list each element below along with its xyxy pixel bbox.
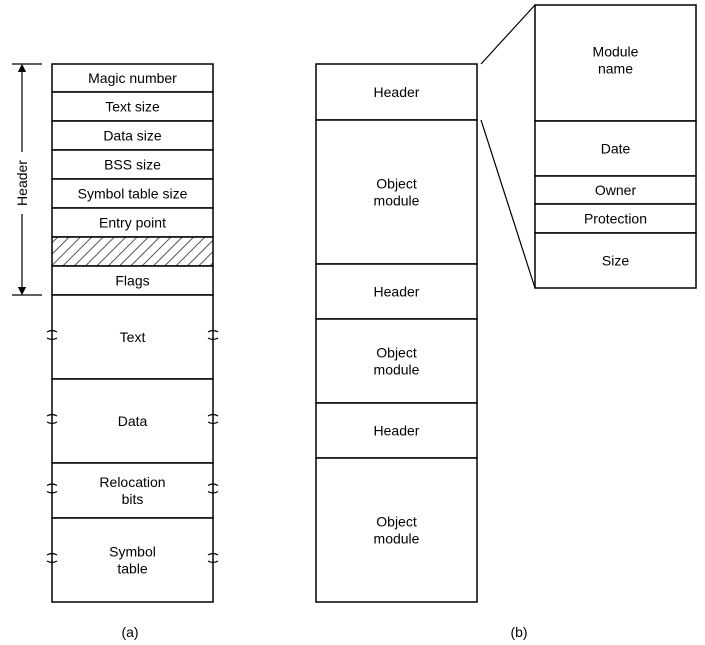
header-field-module-name-label-2: name [598, 61, 633, 77]
field-magic-number-label: Magic number [88, 70, 177, 86]
segment-object-module-4-label-2: module [374, 362, 420, 378]
field-magic-number: Magic number [51, 63, 214, 93]
segment-header-1-label: Header [374, 84, 420, 100]
segment-header-5: Header [315, 402, 478, 459]
segment-object-module-4-label-1: Object [376, 345, 417, 361]
segment-object-module-6-label-2: module [374, 531, 420, 547]
break-mark [46, 483, 58, 494]
field-flags: Flags [51, 265, 214, 296]
segment-object-module-6-label-1: Object [376, 514, 417, 530]
header-field-owner: Owner [534, 175, 697, 205]
field-entry-point-label: Entry point [99, 215, 166, 231]
header-bracket-label: Header [14, 160, 30, 206]
field-text-size-label: Text size [105, 99, 160, 115]
header-field-date-label: Date [601, 141, 631, 157]
expansion-lines [480, 4, 536, 289]
field-relocation-bits-label-2: bits [122, 491, 144, 507]
header-field-protection-label: Protection [584, 211, 647, 227]
break-mark [207, 329, 219, 341]
segment-header-1: Header [315, 63, 478, 121]
field-data-label: Data [118, 413, 148, 429]
break-mark [46, 552, 58, 564]
field-data: Data [46, 378, 219, 464]
break-mark [207, 552, 219, 564]
field-symbol-table-size: Symbol table size [51, 178, 214, 209]
header-field-date: Date [534, 120, 697, 177]
segment-object-module-2-label-2: module [374, 193, 420, 209]
field-data-size-label: Data size [103, 128, 162, 144]
header-field-owner-label: Owner [595, 182, 637, 198]
field-text: Text [46, 294, 219, 380]
diagram-b: HeaderObjectmoduleHeaderObjectmoduleHead… [315, 4, 697, 603]
caption-b: (b) [510, 624, 527, 640]
field-relocation-bits-label-1: Relocation [99, 474, 165, 490]
segment-header-5-label: Header [374, 423, 420, 439]
field-data-size: Data size [51, 120, 214, 151]
field-symbol-table-label-2: table [117, 561, 148, 577]
header-field-size: Size [534, 232, 697, 289]
caption-a: (a) [121, 624, 138, 640]
header-field-module-name-label-1: Module [593, 44, 639, 60]
break-mark [207, 483, 219, 494]
field-bss-size-label: BSS size [104, 157, 161, 173]
field-text-size: Text size [51, 91, 214, 122]
header-bracket: Header [12, 63, 42, 296]
break-mark [207, 413, 219, 425]
segment-header-3: Header [315, 263, 478, 320]
break-mark [46, 413, 58, 425]
header-field-size-label: Size [602, 253, 629, 269]
field-symbol-table-label-1: Symbol [109, 544, 156, 560]
field-text-label: Text [120, 329, 146, 345]
header-field-protection: Protection [534, 203, 697, 234]
field-symbol-table-size-label: Symbol table size [78, 186, 188, 202]
field-bss-size: BSS size [51, 149, 214, 180]
segment-header-3-label: Header [374, 284, 420, 300]
segment-object-module-2-label-1: Object [376, 176, 417, 192]
field-entry-point: Entry point [51, 207, 214, 238]
field-reserved [51, 236, 214, 267]
field-flags-label: Flags [115, 273, 149, 289]
break-mark [46, 329, 58, 341]
